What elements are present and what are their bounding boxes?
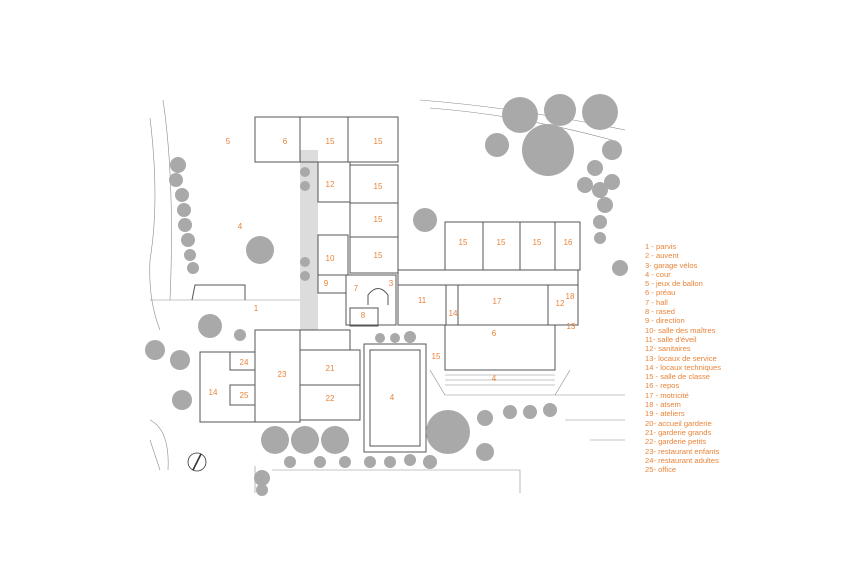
room-label: 13 [567,322,576,331]
room-label: 6 [492,329,497,338]
north-arrow-icon [187,452,207,472]
room-label: 23 [278,370,287,379]
legend-item: 13- locaux de service [645,353,717,363]
room-label: 7 [354,284,359,293]
room-label: 24 [240,358,249,367]
legend-item: 2 - auvent [645,251,679,261]
room-label: 4 [390,393,395,402]
legend: 1 - parvis 2 - auvent 3- garage vélos 4 … [645,242,721,474]
room-label: 14 [209,388,218,397]
legend-item: 20- accueil garderie [645,418,712,428]
room-label: 15 [459,238,468,247]
legend-item: 1 - parvis [645,242,677,251]
room-labels: 5 6 15 15 12 15 15 15 4 10 9 7 3 8 1 11 … [209,137,576,403]
legend-item: 7 - hall [645,297,668,307]
room-label: 6 [283,137,288,146]
room-label: 15 [374,182,383,191]
room-label: 15 [374,215,383,224]
legend-item: 11- salle d'éveil [645,334,697,344]
legend-item: 24- restaurant adultes [645,455,719,465]
legend-item: 15 - salle de classe [645,372,711,382]
room-label: 11 [418,296,427,305]
room-label: 15 [326,137,335,146]
room-label: 15 [497,238,506,247]
legend-item: 8 - rased [645,307,675,317]
room-label: 3 [389,279,394,288]
room-label: 15 [374,251,383,260]
room-label: 5 [226,137,231,146]
room-label: 22 [326,394,335,403]
building-walls [191,116,581,453]
room-label: 18 [566,292,575,301]
legend-item: 22- garderie petits [645,437,707,447]
legend-item: 5 - jeux de ballon [645,279,703,289]
room-label: 1 [254,304,259,313]
room-label: 16 [564,238,573,247]
covered-strip [300,150,318,330]
legend-item: 19 - ateliers [645,409,685,419]
legend-item: 23- restaurant enfants [645,446,720,456]
room-label: 12 [556,299,565,308]
room-label: 21 [326,364,335,373]
legend-item: 25- office [645,465,677,475]
room-label: 9 [324,279,329,288]
room-label: 15 [374,137,383,146]
room-label: 10 [326,254,335,263]
legend-item: 17 - motricité [645,390,689,400]
legend-item: 21- garderie grands [645,427,712,437]
legend-item: 3- garage vélos [645,260,698,270]
room-label: 15 [533,238,542,247]
room-label: 25 [240,391,249,400]
legend-item: 6 - préau [645,288,676,298]
room-label: 4 [238,222,243,231]
legend-item: 14 - locaux techniques [645,362,721,372]
legend-item: 4 - cour [645,269,671,279]
legend-item: 18 - atsem [645,400,681,410]
room-label: 12 [326,180,335,189]
trees [145,94,628,496]
legend-item: 10- salle des maîtres [645,325,716,335]
legend-item: 12- sanitaires [645,344,691,354]
room-label: 8 [361,311,366,320]
room-label: 4 [492,374,497,383]
room-label: 15 [432,352,441,361]
room-label: 14 [449,309,458,318]
legend-item: 9 - direction [645,316,685,326]
legend-item: 16 - repos [645,381,680,391]
room-label: 17 [493,297,502,306]
